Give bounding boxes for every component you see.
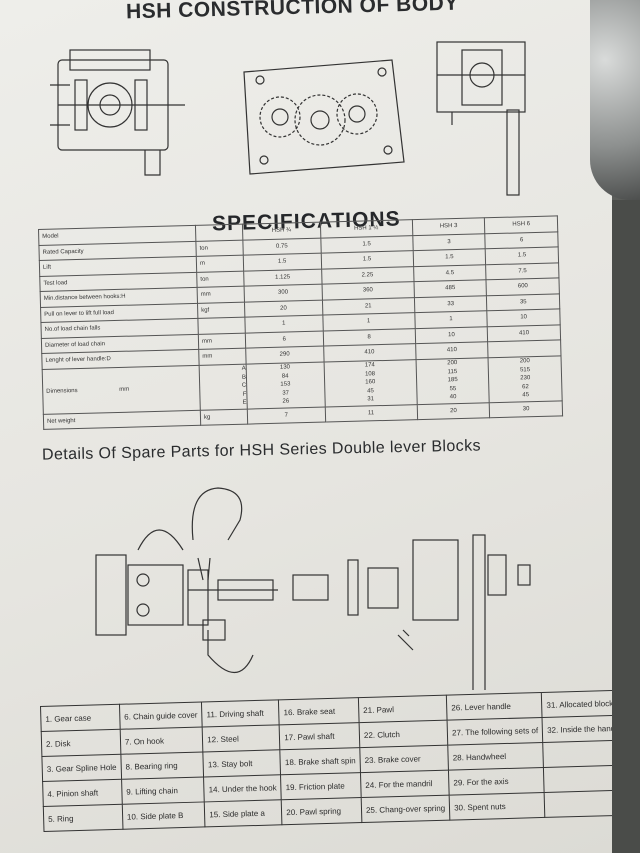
part-item: 2. Disk <box>41 729 121 757</box>
part-item <box>544 790 612 818</box>
part-item: 21. Pawl <box>358 695 448 723</box>
part-item <box>542 740 612 768</box>
spec-dimensions-letters-cell: A B C F E <box>199 363 248 410</box>
spec-dimensions-values-cell: 200 115 185 55 40 <box>415 357 490 405</box>
part-item: 25. Chang-over spring <box>361 795 450 823</box>
part-item: 10. Side plate B <box>122 801 206 830</box>
side-view-drawing <box>50 49 185 176</box>
part-item: 22. Clutch <box>359 720 448 748</box>
part-item: 13. Stay bolt <box>203 749 281 777</box>
spec-cell <box>197 317 246 334</box>
exploded-parts-drawing <box>95 487 531 690</box>
gear-plate-drawing <box>243 59 405 175</box>
spec-cell: ton <box>195 239 244 257</box>
front-view-drawing <box>436 41 526 196</box>
spec-cell: ton <box>196 270 245 288</box>
spec-dimensions-values-cell: 200 515 230 62 45 <box>488 355 563 403</box>
part-item: 23. Brake cover <box>359 745 449 773</box>
part-item: 12. Steel <box>202 724 281 752</box>
part-item: 31. Allocated block <box>541 690 612 718</box>
part-item: 17. Pawl shaft <box>279 722 360 750</box>
part-item: 18. Brake shaft spin <box>280 747 361 775</box>
part-item: 8. Bearing ring <box>120 751 204 780</box>
spec-dimensions-values-cell: 130 84 153 37 26 <box>246 361 325 409</box>
part-item: 24. For the mandril <box>360 770 450 798</box>
part-item: 16. Brake seat <box>278 697 360 725</box>
part-item: 27. The following sets of <box>447 717 543 746</box>
spare-parts-table: 1. Gear case 6. Chain guide cover 11. Dr… <box>40 690 612 832</box>
part-item: 4. Pinion shaft <box>42 779 123 807</box>
spec-sheet-paper: HSH CONSTRUCTION OF BODY <box>0 0 612 853</box>
part-item <box>543 765 612 793</box>
part-item: 6. Chain guide cover <box>119 701 203 730</box>
spec-cell: 11 <box>324 404 418 423</box>
spare-parts-title: Details Of Spare Parts for HSH Series Do… <box>41 437 482 464</box>
part-item: 15. Side plate a <box>204 799 283 827</box>
part-item: 14. Under the hook <box>203 774 282 802</box>
part-item: 1. Gear case <box>40 704 121 732</box>
dim-letter: E <box>242 399 247 407</box>
part-item: 5. Ring <box>43 804 123 832</box>
construction-title: HSH CONSTRUCTION OF BODY <box>125 0 460 24</box>
spec-cell: Net weight <box>43 409 201 430</box>
spec-dimensions-values-cell: 174 108 160 45 31 <box>323 359 417 407</box>
spec-cell: mm <box>198 348 247 365</box>
spec-cell: mm <box>198 332 246 350</box>
part-item: 20. Pawl spring <box>281 797 362 825</box>
specifications-table: Model HSH ¾ HSH 1 ½ HSH 3 HSH 6 Rated Ca… <box>38 215 563 430</box>
background-surface <box>612 200 640 853</box>
dimensions-label: Dimensions <box>46 387 78 395</box>
part-item: 29. For the axis <box>448 767 545 796</box>
spec-cell: m <box>196 255 244 272</box>
part-item: 26. Lever handle <box>446 692 543 721</box>
spec-cell: kgf <box>197 301 245 319</box>
part-item: 19. Friction plate <box>280 772 362 800</box>
dimensions-unit: mm <box>119 386 130 393</box>
chain-link-photo <box>590 0 640 200</box>
spec-cell: mm <box>197 286 245 303</box>
spec-cell: kg <box>200 408 248 426</box>
part-item: 7. On hook <box>120 726 204 755</box>
spec-header-cell <box>195 224 243 241</box>
part-item: 9. Lifting chain <box>121 776 205 805</box>
part-item: 11. Driving shaft <box>201 699 280 727</box>
spec-cell: 7 <box>247 406 326 425</box>
part-item: 30. Spent nuts <box>449 792 546 821</box>
part-item: 28. Handwheel <box>447 742 544 771</box>
spec-dimensions-label-cell: Dimensions mm <box>42 364 201 414</box>
part-item: 3. Gear Spline Hole <box>41 754 122 782</box>
spec-cell: 20 <box>416 402 490 420</box>
spec-cell: 30 <box>489 400 563 418</box>
part-item: 32. Inside the handle <box>542 715 612 743</box>
